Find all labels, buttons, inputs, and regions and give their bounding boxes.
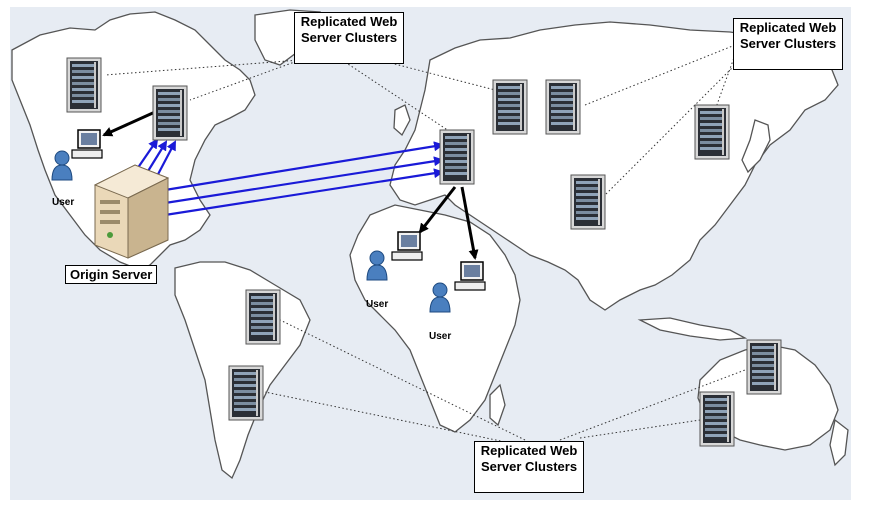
callout-replicated-clusters-bottom: Replicated Web Server Clusters (474, 441, 584, 493)
new-zealand-landmass (829, 418, 849, 467)
delivery-arrow (418, 186, 457, 234)
server-rack-icon (746, 339, 782, 395)
leader-line (264, 391, 521, 446)
delivery-arrow (102, 110, 156, 137)
user-label: User (52, 197, 75, 208)
replication-arrow (164, 141, 444, 192)
callout-text: Replicated Web Server Clusters (739, 20, 837, 51)
indonesia-landmass (637, 317, 748, 341)
server-rack-icon (66, 57, 102, 113)
user-label: User (366, 299, 389, 310)
server-rack-icon (545, 79, 581, 135)
callout-text: Replicated Web Server Clusters (300, 14, 398, 45)
callout-text: Replicated Web Server Clusters (480, 443, 578, 474)
leader-line (559, 369, 746, 441)
origin-server-label: Origin Server (65, 265, 158, 284)
leader-line (104, 59, 301, 76)
leader-line (579, 419, 701, 439)
delivery-arrow (460, 186, 479, 260)
leader-line (359, 54, 496, 91)
japan-landmass (741, 119, 771, 174)
server-rack-icon (694, 104, 730, 160)
leader-line (714, 54, 736, 111)
user-label: User (429, 331, 452, 342)
delivery-arrows (102, 110, 479, 260)
callout-replicated-clusters-right: Replicated Web Server Clusters (733, 18, 843, 70)
leader-line (584, 44, 736, 106)
replication-arrow (164, 168, 444, 217)
server-rack-icon (228, 365, 264, 421)
madagascar-landmass (489, 383, 506, 427)
server-rack-icon (439, 129, 475, 185)
server-rack-icon (152, 85, 188, 141)
callout-replicated-clusters-top: Replicated Web Server Clusters (294, 12, 404, 64)
replication-arrow (164, 156, 444, 205)
uk-landmass (393, 104, 411, 137)
leader-line (279, 319, 526, 441)
server-rack-icon (245, 289, 281, 345)
server-rack-icon (699, 391, 735, 447)
callout-leader-lines (104, 44, 746, 446)
server-rack-icon (570, 174, 606, 230)
server-rack-icon (492, 79, 528, 135)
origin-server-icon (93, 164, 170, 259)
